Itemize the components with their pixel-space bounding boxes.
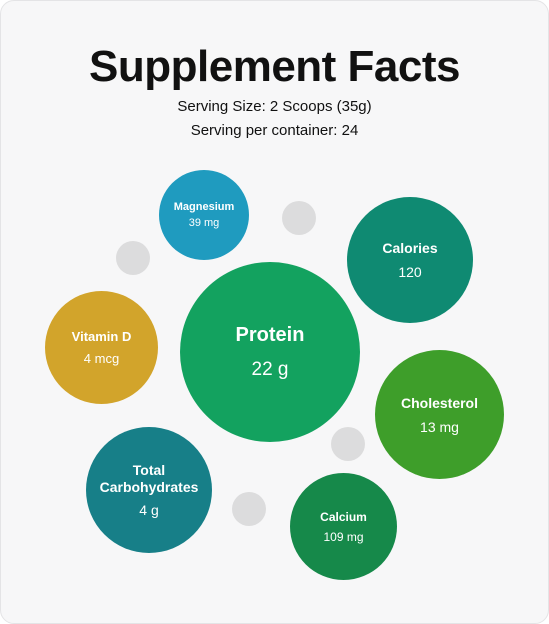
nutrient-value: 120	[398, 264, 422, 280]
nutrient-value: 22 g	[251, 358, 289, 380]
bubble-carbohydrates: Total Carbohydrates 4 g	[86, 427, 212, 553]
servings-per-container: Serving per container: 24	[190, 122, 359, 139]
bubble-cholesterol: Cholesterol 13 mg	[375, 350, 504, 479]
bubble-vitamin-d: Vitamin D 4 mcg	[45, 291, 158, 404]
nutrient-value: 39 mg	[188, 217, 220, 229]
nutrient-value: 4 mcg	[83, 351, 120, 366]
page-title: Supplement Facts	[89, 42, 460, 91]
nutrient-label: Total Carbohydrates	[99, 462, 199, 495]
nutrient-label: Cholesterol	[400, 394, 478, 411]
bubble-magnesium: Magnesium 39 mg	[159, 170, 249, 260]
bubble-protein: Protein 22 g	[180, 262, 360, 442]
nutrient-label: Magnesium	[173, 201, 235, 213]
bubble-calories: Calories 120	[347, 197, 473, 323]
nutrient-label: Calories	[382, 240, 438, 256]
serving-size: Serving Size: 2 Scoops (35g)	[177, 98, 372, 115]
decorative-dot	[282, 201, 316, 235]
nutrient-value: 109 mg	[323, 529, 364, 544]
decorative-dot	[116, 241, 150, 275]
decorative-dot	[232, 492, 266, 526]
nutrient-value: 13 mg	[420, 418, 459, 435]
nutrient-label: Vitamin D	[71, 329, 132, 344]
nutrient-value: 4 g	[139, 502, 159, 518]
bubble-calcium: Calcium 109 mg	[290, 473, 397, 580]
decorative-dot	[331, 427, 365, 461]
nutrient-label: Calcium	[320, 509, 367, 524]
nutrient-label: Protein	[235, 323, 305, 346]
